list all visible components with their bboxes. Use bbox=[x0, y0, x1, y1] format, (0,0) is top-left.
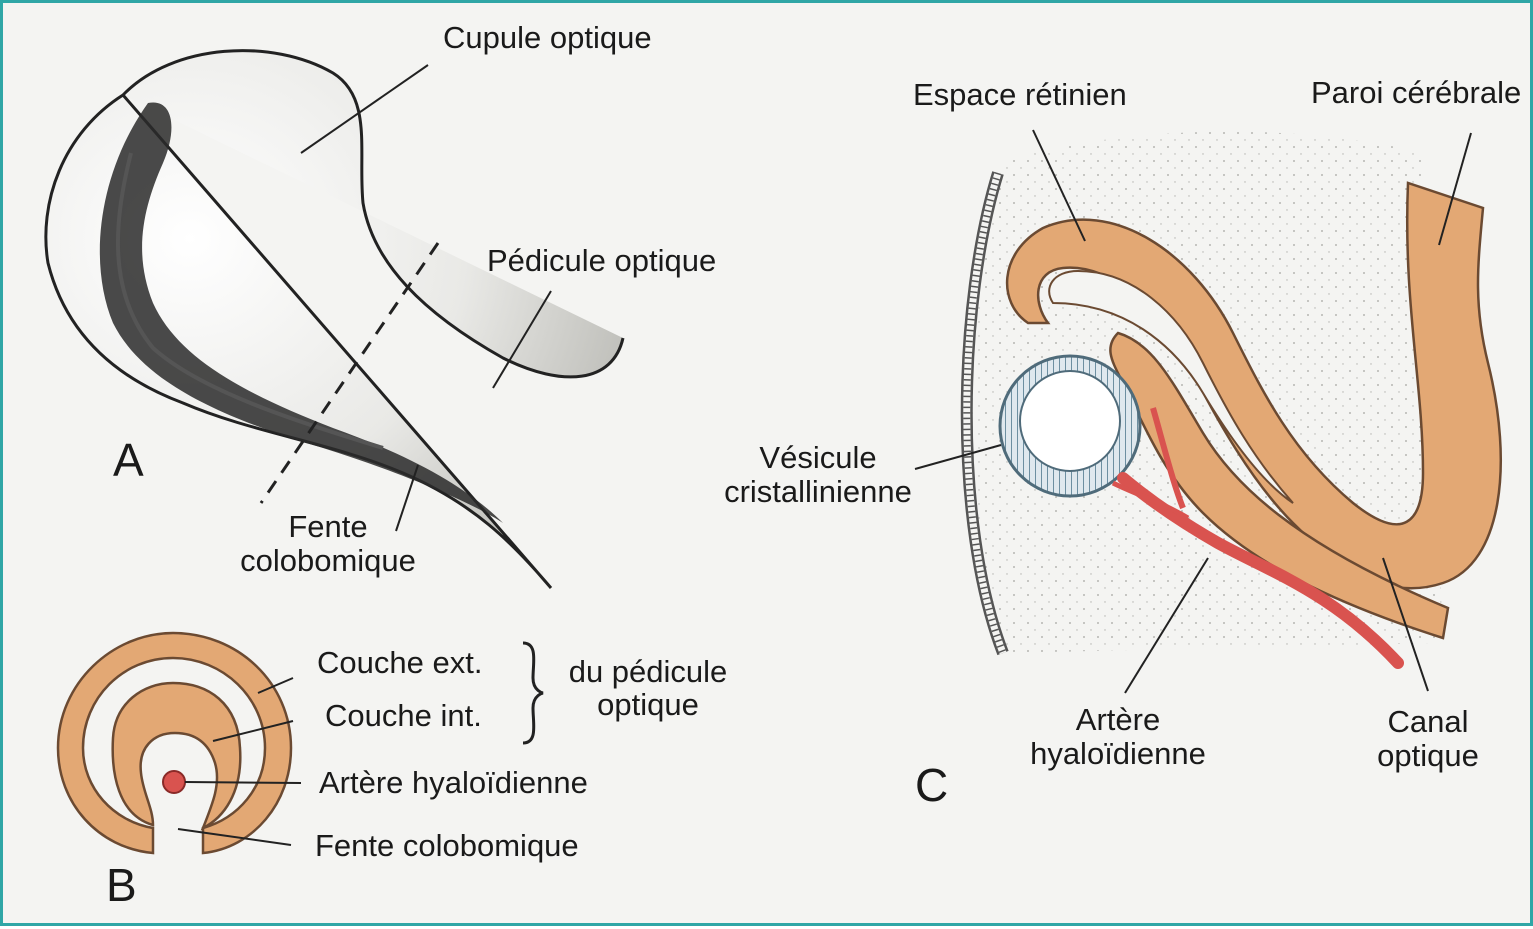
label-du-pedicule-line1: du pédicule bbox=[553, 655, 743, 689]
panel-letter-c: C bbox=[915, 758, 948, 812]
inner-layer bbox=[113, 683, 241, 828]
label-artere-hyaloidienne-b: Artère hyaloïdienne bbox=[319, 766, 588, 800]
hyaloid-artery-dot bbox=[163, 771, 185, 793]
outer-layer-ring bbox=[58, 633, 291, 853]
label-canal-line1: Canal bbox=[1363, 705, 1493, 739]
panel-c-section bbox=[915, 130, 1501, 693]
panel-a-optic-cup-drawing bbox=[46, 51, 623, 588]
label-fente-a-line1: Fente bbox=[273, 510, 383, 544]
label-fente-a-line2: colobomique bbox=[228, 544, 428, 578]
label-couche-int: Couche int. bbox=[325, 699, 482, 733]
label-cupule-optique: Cupule optique bbox=[443, 21, 652, 55]
label-artere-c-line2: hyaloïdienne bbox=[1013, 737, 1223, 771]
label-artere-c-line1: Artère bbox=[1023, 703, 1213, 737]
label-canal-line2: optique bbox=[1363, 739, 1493, 773]
label-pedicule-optique: Pédicule optique bbox=[487, 244, 716, 278]
label-fente-colobomique-b: Fente colobomique bbox=[315, 829, 579, 863]
label-paroi-cerebrale: Paroi cérébrale bbox=[1311, 76, 1521, 110]
label-vesicule-line1: Vésicule bbox=[718, 441, 918, 475]
leader-artere-b bbox=[185, 782, 301, 783]
label-vesicule-line2: cristallinienne bbox=[713, 475, 923, 509]
lens-vesicle-lumen bbox=[1020, 371, 1120, 471]
panel-letter-a: A bbox=[113, 433, 144, 487]
brace bbox=[523, 643, 543, 743]
panel-letter-b: B bbox=[106, 858, 137, 912]
label-du-pedicule-line2: optique bbox=[553, 688, 743, 722]
label-couche-ext: Couche ext. bbox=[317, 646, 482, 680]
label-espace-retinien: Espace rétinien bbox=[913, 78, 1127, 112]
